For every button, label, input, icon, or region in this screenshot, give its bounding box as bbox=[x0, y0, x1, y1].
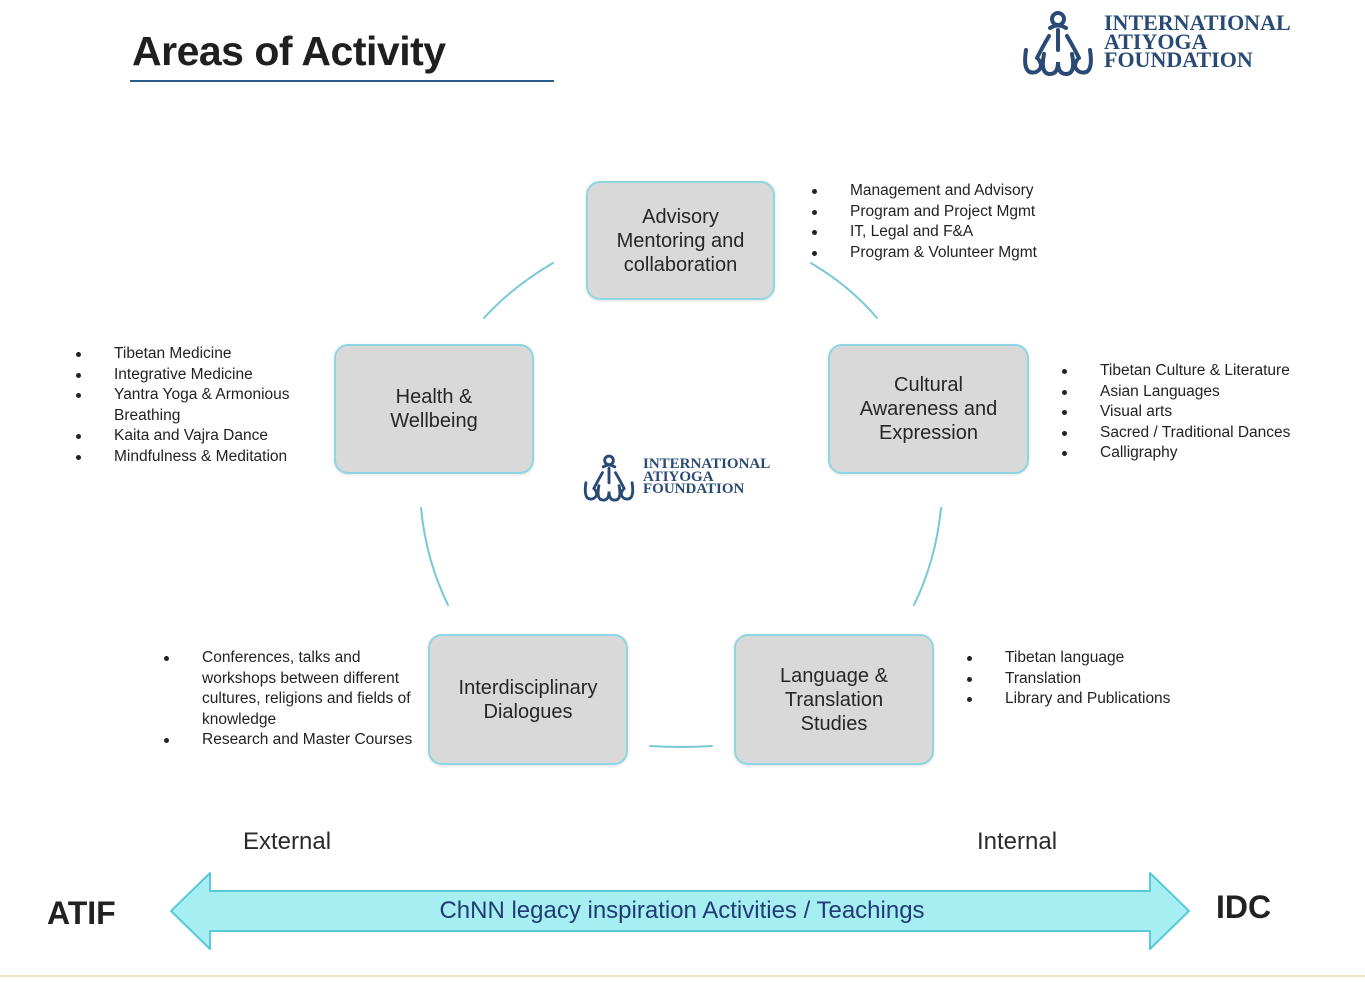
label-internal: Internal bbox=[977, 828, 1058, 855]
label-external: External bbox=[243, 828, 332, 855]
cultural-bullet-list: Tibetan Culture & Literature Asian Langu… bbox=[1060, 361, 1360, 464]
list-item: Tibetan Culture & Literature bbox=[1060, 361, 1360, 382]
logo-text-line-2: ATIYOGA bbox=[1104, 28, 1208, 54]
list-item: Conferences, talks and workshops between… bbox=[162, 648, 426, 730]
label-idc: IDC bbox=[1216, 889, 1272, 925]
foundation-emblem-icon bbox=[583, 454, 635, 502]
foundation-logo: INTERNATIONAL ATIYOGA FOUNDATION bbox=[1020, 6, 1291, 78]
list-item: Library and Publications bbox=[965, 689, 1225, 710]
list-item: IT, Legal and F&A bbox=[810, 222, 1090, 243]
interdisciplinary-bullet-list: Conferences, talks and workshops between… bbox=[162, 648, 426, 751]
title-underline bbox=[130, 80, 554, 82]
list-item: Yantra Yoga & Armonious Breathing bbox=[74, 385, 324, 426]
box-advisory: Advisory Mentoring and collaboration bbox=[586, 181, 775, 300]
list-item: Kaita and Vajra Dance bbox=[74, 426, 324, 447]
connector-interdisciplinary-language bbox=[649, 745, 713, 748]
list-item: Management and Advisory bbox=[810, 181, 1090, 202]
list-item: Research and Master Courses bbox=[162, 730, 426, 751]
box-cultural-awareness: Cultural Awareness and Expression bbox=[828, 344, 1029, 474]
center-logo-text-line-1: INTERNATIONAL bbox=[643, 455, 771, 472]
connector-advisory-cultural bbox=[810, 262, 878, 319]
double-arrow bbox=[170, 872, 1190, 950]
list-item: Visual arts bbox=[1060, 402, 1360, 423]
list-item: Integrative Medicine bbox=[74, 365, 324, 386]
arrow-label: ChNN legacy inspiration Activities / Tea… bbox=[439, 897, 925, 924]
logo-text-line-3: FOUNDATION bbox=[1104, 47, 1253, 73]
list-item: Tibetan language bbox=[965, 648, 1225, 669]
center-logo-text-line-3: FOUNDATION bbox=[643, 481, 745, 498]
health-bullet-list: Tibetan Medicine Integrative Medicine Ya… bbox=[74, 344, 324, 467]
label-atif: ATIF bbox=[47, 895, 116, 931]
list-item: Mindfulness & Meditation bbox=[74, 447, 324, 468]
center-logo: INTERNATIONAL ATIYOGA FOUNDATION bbox=[581, 451, 770, 503]
advisory-bullet-list: Management and Advisory Program and Proj… bbox=[810, 181, 1090, 263]
list-item: Program & Volunteer Mgmt bbox=[810, 243, 1090, 264]
box-health-wellbeing: Health & Wellbeing bbox=[334, 344, 534, 474]
connector-advisory-health bbox=[483, 262, 554, 319]
center-logo-text-line-2: ATIYOGA bbox=[643, 468, 714, 485]
list-item: Sacred / Traditional Dances bbox=[1060, 423, 1360, 444]
list-item: Translation bbox=[965, 669, 1225, 690]
list-item: Calligraphy bbox=[1060, 443, 1360, 464]
language-bullet-list: Tibetan language Translation Library and… bbox=[965, 648, 1225, 710]
bottom-divider bbox=[0, 975, 1365, 977]
list-item: Tibetan Medicine bbox=[74, 344, 324, 365]
box-interdisciplinary-dialogues: Interdisciplinary Dialogues bbox=[428, 634, 628, 765]
page-title: Areas of Activity bbox=[132, 28, 446, 74]
connector-health-interdisciplinary bbox=[420, 507, 449, 606]
list-item: Program and Project Mgmt bbox=[810, 202, 1090, 223]
connector-cultural-language bbox=[913, 507, 942, 606]
logo-text-line-1: INTERNATIONAL bbox=[1104, 9, 1291, 35]
foundation-emblem-icon bbox=[1023, 11, 1093, 77]
box-language-translation: Language & Translation Studies bbox=[734, 634, 934, 765]
list-item: Asian Languages bbox=[1060, 382, 1360, 403]
